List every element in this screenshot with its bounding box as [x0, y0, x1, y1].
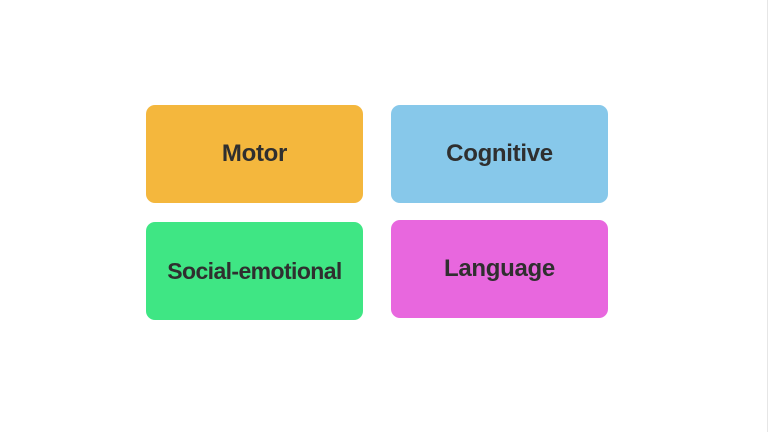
social-emotional-tile: Social-emotional	[146, 222, 363, 320]
language-tile: Language	[391, 220, 608, 318]
motor-tile: Motor	[146, 105, 363, 203]
social-emotional-label: Social-emotional	[167, 257, 342, 284]
cognitive-label: Cognitive	[446, 140, 553, 167]
motor-label: Motor	[221, 140, 288, 167]
language-label: Language	[444, 255, 555, 282]
cognitive-tile: Cognitive	[391, 105, 608, 203]
